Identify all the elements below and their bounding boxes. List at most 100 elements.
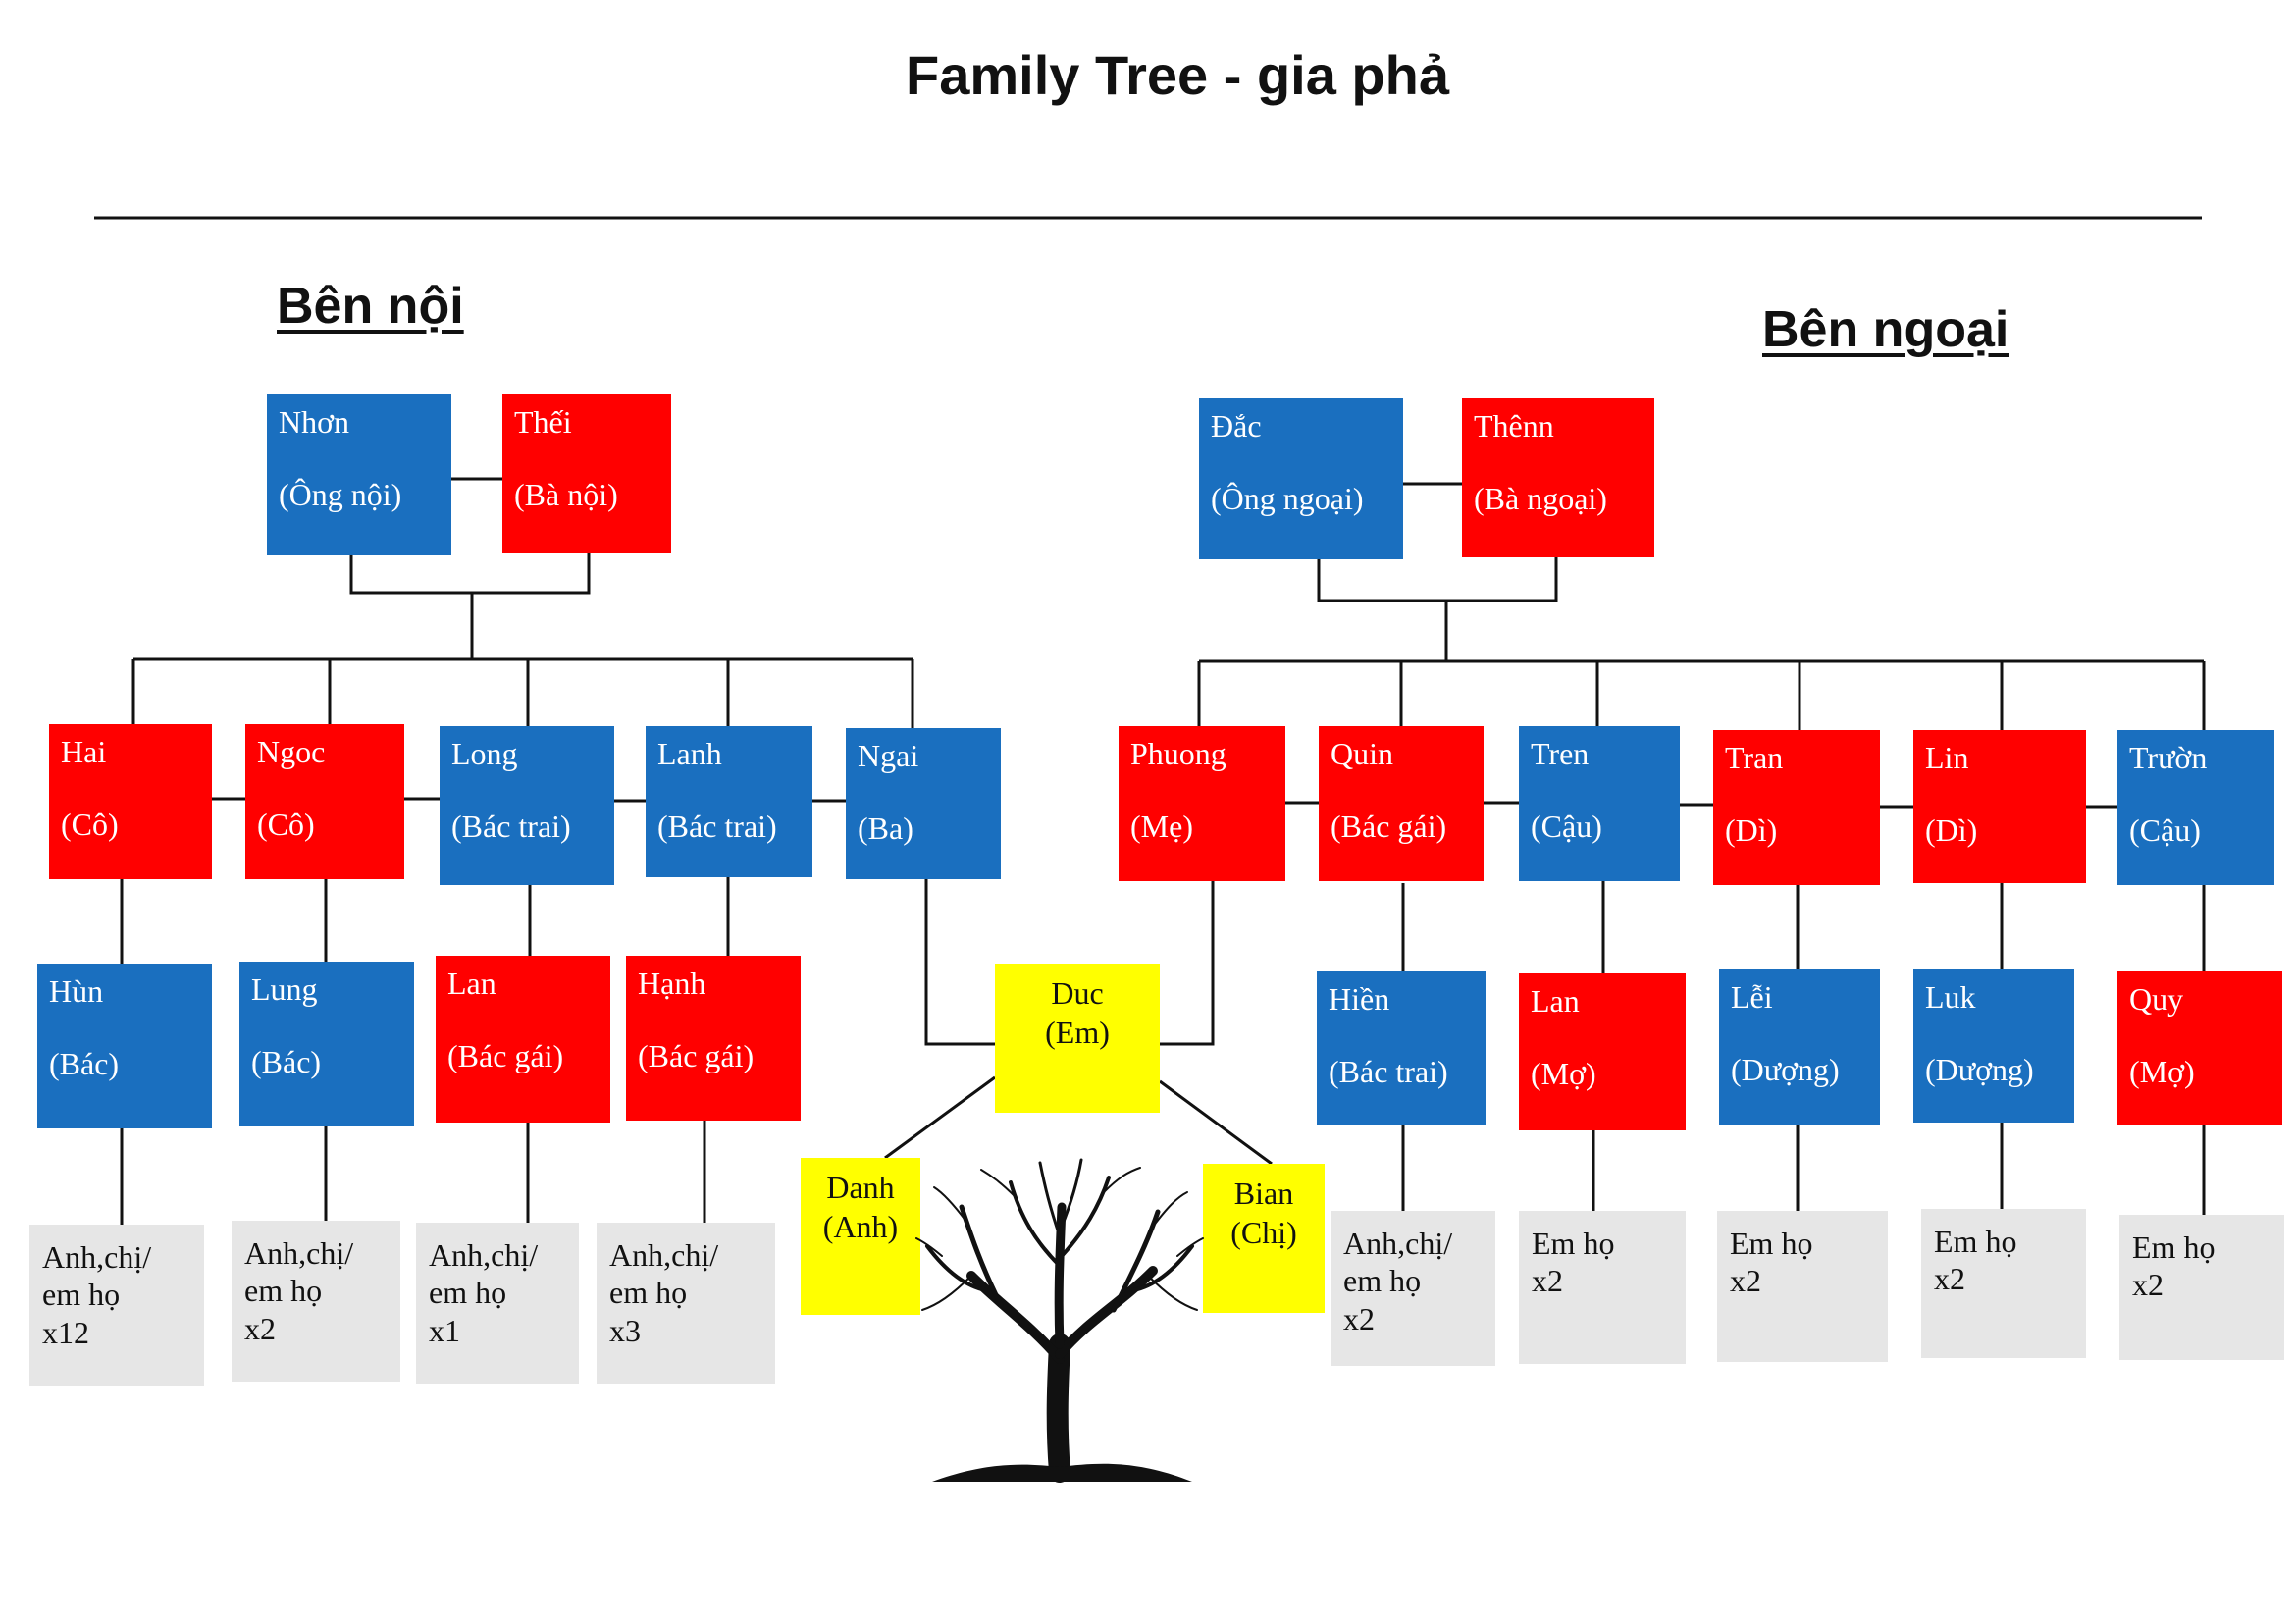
person-luk: Luk (Dượng) <box>1913 969 2074 1123</box>
cousins-box: Anh,chị/ em họ x2 <box>232 1221 400 1382</box>
person-role: (Cậu) <box>1531 809 1602 844</box>
person-role: (Bác gái) <box>447 1038 564 1073</box>
person-tren: Tren (Cậu) <box>1519 726 1680 881</box>
person-danh: Danh (Anh) <box>801 1158 920 1315</box>
person-hien: Hiền (Bác trai) <box>1317 971 1486 1125</box>
person-hun: Hùn (Bác) <box>37 964 212 1128</box>
person-role: (Bác trai) <box>657 809 777 844</box>
person-role: (Dượng) <box>1925 1052 2034 1087</box>
link-duc-danh <box>884 1075 996 1160</box>
person-nhon: Nhơn (Ông nội) <box>267 394 451 555</box>
link-paternal-grandparents-down <box>349 549 591 595</box>
person-name: Hai <box>61 734 107 769</box>
person-name: Phuong <box>1130 736 1226 771</box>
person-quin: Quin (Bác gái) <box>1319 726 1484 881</box>
person-ngai: Ngai (Ba) <box>846 728 1001 879</box>
link-father-duc <box>924 879 995 1046</box>
person-ngoc: Ngoc (Cô) <box>245 724 404 879</box>
person-role: (Dượng) <box>1731 1052 1840 1087</box>
person-role: (Bà ngoại) <box>1474 481 1607 516</box>
person-role: (Bà nội) <box>514 477 618 512</box>
cousins-box: Anh,chị/ em họ x12 <box>29 1225 204 1386</box>
person-name: Hùn <box>49 973 104 1009</box>
person-lung: Lung (Bác) <box>239 962 414 1126</box>
person-role: (Bác trai) <box>1329 1054 1448 1089</box>
person-hanh: Hạnh (Bác gái) <box>626 956 801 1121</box>
person-name: Thếi <box>514 404 572 440</box>
person-name: Hiền <box>1329 981 1390 1017</box>
person-lanh: Lanh (Bác trai) <box>646 726 812 877</box>
person-name: Quin <box>1331 736 1393 771</box>
page-title: Family Tree - gia phả <box>906 44 1449 106</box>
person-lan-paternal: Lan (Bác gái) <box>436 956 610 1123</box>
person-role: (Chị) <box>1230 1215 1297 1250</box>
person-name: Tren <box>1531 736 1590 771</box>
person-name: Tran <box>1725 740 1784 775</box>
person-name: Đắc <box>1211 408 1262 444</box>
person-name: Bian <box>1233 1176 1294 1211</box>
tree-illustration <box>915 1158 1204 1483</box>
person-role: (Ba) <box>858 811 913 846</box>
person-dac: Đắc (Ông ngoại) <box>1199 398 1403 559</box>
cousins-box: Em họ x2 <box>1519 1211 1686 1364</box>
person-long: Long (Bác trai) <box>440 726 614 885</box>
person-hai: Hai (Cô) <box>49 724 212 879</box>
person-role: (Ông nội) <box>279 477 402 512</box>
person-name: Lễi <box>1731 979 1773 1015</box>
person-duc: Duc (Em) <box>995 964 1160 1113</box>
person-role: (Bác) <box>251 1044 322 1079</box>
person-name: Lung <box>251 971 318 1007</box>
cousins-box: Em họ x2 <box>2119 1215 2284 1360</box>
person-role: (Cô) <box>61 807 119 842</box>
person-role: (Cô) <box>257 807 315 842</box>
person-role: (Bác gái) <box>1331 809 1447 844</box>
person-thenn: Thênn (Bà ngoại) <box>1462 398 1654 557</box>
person-name: Nhơn <box>279 404 350 440</box>
person-name: Lan <box>447 966 496 1001</box>
cousins-box: Anh,chị/ em họ x3 <box>597 1223 775 1384</box>
person-role: (Bác) <box>49 1046 120 1081</box>
person-role: (Mợ) <box>2129 1054 2195 1089</box>
link-maternal-grandparents-down <box>1317 557 1558 602</box>
link-mother-duc <box>1160 881 1215 1046</box>
person-name: Lan <box>1531 983 1580 1019</box>
cousins-box: Anh,chị/ em họ x2 <box>1331 1211 1495 1366</box>
person-bian: Bian (Chị) <box>1203 1164 1325 1313</box>
person-name: Ngoc <box>257 734 326 769</box>
person-lei: Lễi (Dượng) <box>1719 969 1880 1125</box>
person-tran: Tran (Dì) <box>1713 730 1880 885</box>
person-name: Thênn <box>1474 408 1554 444</box>
person-name: Long <box>451 736 518 771</box>
person-role: (Anh) <box>822 1209 899 1244</box>
person-name: Lanh <box>657 736 722 771</box>
person-phuong: Phuong (Mẹ) <box>1119 726 1285 881</box>
person-role: (Bác trai) <box>451 809 571 844</box>
paternal-side-label: Bên nội <box>277 278 464 335</box>
cousins-box: Em họ x2 <box>1717 1211 1888 1362</box>
person-role: (Dì) <box>1925 812 1978 848</box>
person-thei: Thếi (Bà nội) <box>502 394 671 553</box>
person-lan-maternal: Lan (Mợ) <box>1519 973 1686 1130</box>
person-truon: Trườn (Cậu) <box>2117 730 2274 885</box>
person-name: Ngai <box>858 738 919 773</box>
person-role: (Bác gái) <box>638 1038 755 1073</box>
cousins-box: Anh,chị/ em họ x1 <box>416 1223 579 1384</box>
person-name: Hạnh <box>638 966 706 1001</box>
person-lin: Lin (Dì) <box>1913 730 2086 883</box>
person-name: Duc <box>1051 975 1104 1011</box>
person-name: Quy <box>2129 981 2184 1017</box>
person-role: (Mợ) <box>1531 1056 1596 1091</box>
person-role: (Cậu) <box>2129 812 2201 848</box>
cousins-box: Em họ x2 <box>1921 1209 2086 1358</box>
person-name: Lin <box>1925 740 1969 775</box>
person-role: (Mẹ) <box>1130 809 1193 844</box>
person-role: (Dì) <box>1725 812 1778 848</box>
person-name: Luk <box>1925 979 1976 1015</box>
person-role: (Em) <box>1045 1015 1110 1050</box>
maternal-side-label: Bên ngoại <box>1762 301 2009 358</box>
link-duc-bian <box>1159 1079 1273 1166</box>
person-role: (Ông ngoại) <box>1211 481 1364 516</box>
person-quy: Quy (Mợ) <box>2117 971 2282 1125</box>
